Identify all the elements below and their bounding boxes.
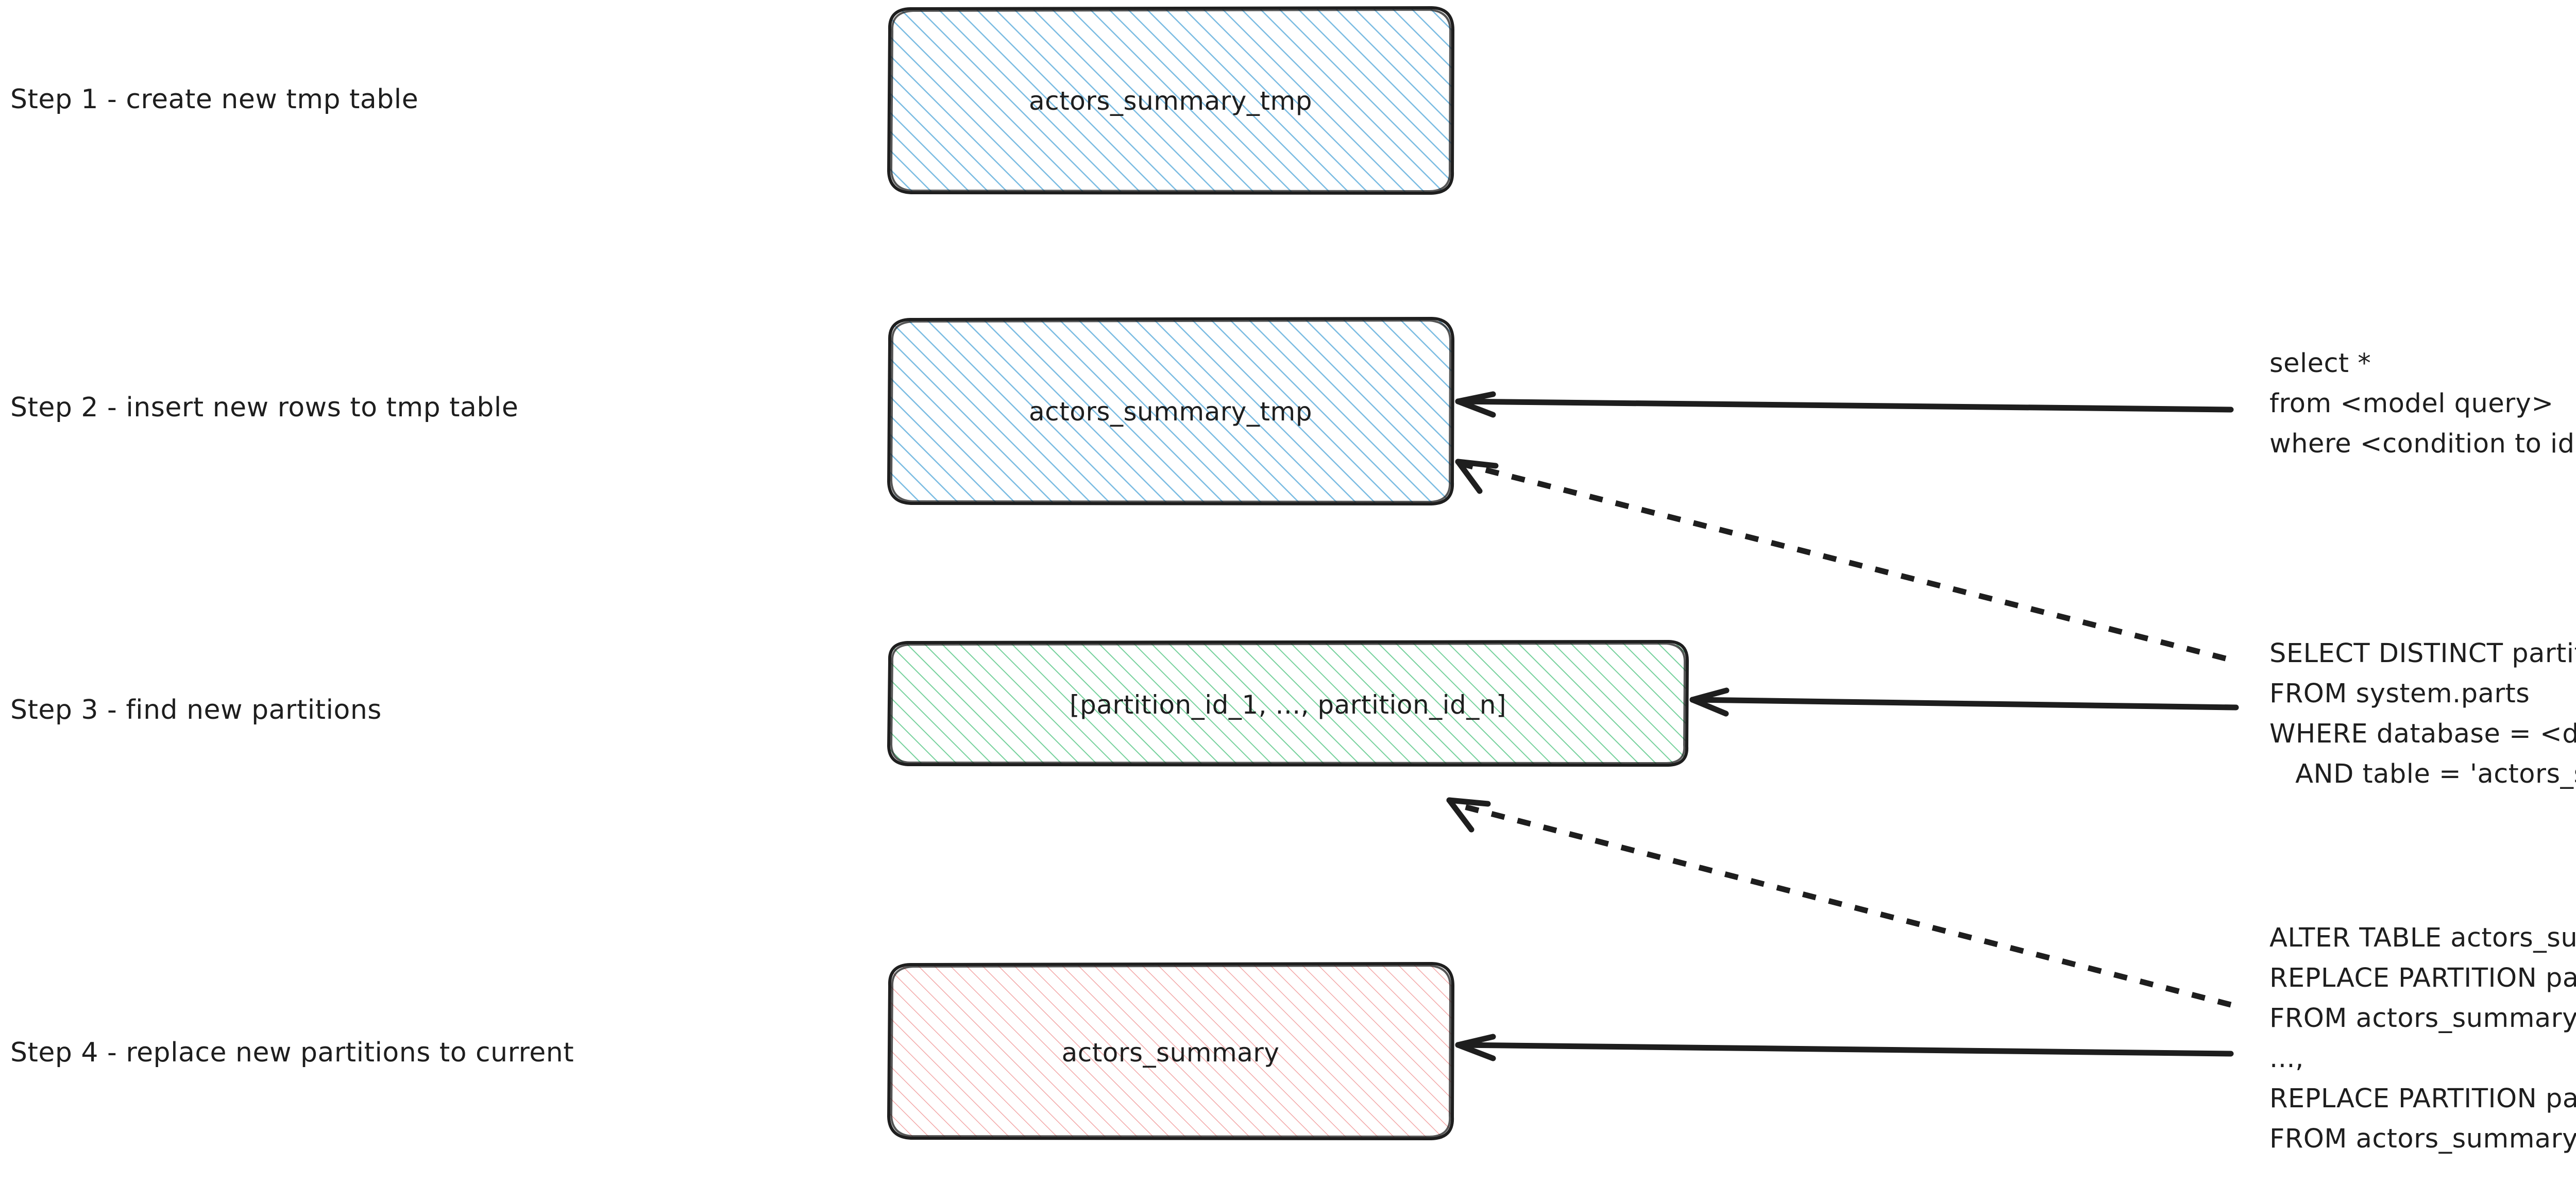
node-partitions[interactable]	[887, 640, 1689, 767]
sql-find-line-1: FROM system.parts	[2269, 679, 2530, 709]
arrow-sql-insert-to-tmp	[1455, 391, 2234, 418]
sql-replace-line-0: ALTER TABLE actors_summary	[2269, 923, 2576, 953]
node-tmp-2[interactable]	[887, 317, 1454, 505]
node-actors-summary-bg	[889, 964, 1453, 1139]
arrow-tmp-to-sql-find	[1455, 459, 2227, 662]
step-2-label: Step 2 - insert new rows to tmp table	[10, 392, 518, 423]
node-partitions-outline2	[890, 643, 1686, 764]
arrow-sql-find-to-partitions	[1689, 687, 2239, 717]
node-tmp-1-outline	[887, 6, 1454, 195]
node-tmp-1-label: actors_summary_tmp	[1029, 86, 1312, 116]
node-tmp-2-label: actors_summary_tmp	[1029, 397, 1312, 427]
arrow-partitions-to-sql-replace	[1446, 797, 2232, 1008]
node-partitions-outline	[887, 640, 1689, 767]
node-tmp-2-fill	[889, 318, 1453, 504]
sql-insert-line-0: select *	[2269, 348, 2371, 379]
sql-replace-partitions-block: ALTER TABLE actors_summary REPLACE PARTI…	[2269, 923, 2576, 1154]
sql-find-line-0: SELECT DISTINCT partition_id	[2269, 638, 2576, 669]
sql-insert-line-2: where <condition to identify new>	[2269, 429, 2576, 459]
step-1-label: Step 1 - create new tmp table	[10, 84, 418, 115]
node-actors-summary-label: actors_summary	[1062, 1038, 1280, 1068]
node-tmp-2-outline2	[890, 319, 1452, 503]
node-actors-summary[interactable]	[887, 962, 1454, 1140]
node-actors-summary-outline2	[890, 965, 1452, 1138]
arrow-sql-replace-to-summary	[1455, 1034, 2234, 1061]
node-tmp-1[interactable]	[887, 6, 1454, 195]
node-tmp-2-bg	[889, 318, 1453, 504]
node-tmp-1-outline2	[890, 9, 1452, 192]
node-partitions-label: [partition_id_1, ..., partition_id_n]	[1070, 690, 1506, 720]
sql-insert-block: select * from <model query> where <condi…	[2269, 348, 2576, 459]
node-actors-summary-outline	[887, 962, 1454, 1140]
sql-find-partitions-block: SELECT DISTINCT partition_id FROM system…	[2269, 638, 2576, 789]
sql-replace-line-1: REPLACE PARTITION partition_id_1	[2269, 963, 2576, 993]
sql-insert-line-1: from <model query>	[2269, 389, 2554, 419]
sql-replace-line-5: FROM actors_summary_tmp,	[2269, 1124, 2576, 1154]
node-actors-summary-fill	[889, 964, 1453, 1139]
sql-replace-line-4: REPLACE PARTITION partition_id_n	[2269, 1084, 2576, 1114]
sql-replace-line-3: ...,	[2269, 1043, 2304, 1074]
sql-find-line-2: WHERE database = <database>	[2269, 719, 2576, 749]
step-4-label: Step 4 - replace new partitions to curre…	[10, 1037, 574, 1068]
sql-find-line-3: AND table = 'actors_summary_tmp'	[2269, 759, 2576, 789]
node-partitions-fill	[889, 641, 1687, 765]
node-tmp-1-fill	[889, 8, 1453, 193]
node-tmp-1-bg	[889, 8, 1453, 193]
node-partitions-bg	[889, 641, 1687, 765]
node-tmp-2-outline	[887, 317, 1454, 505]
step-3-label: Step 3 - find new partitions	[10, 695, 382, 725]
sql-replace-line-2: FROM actors_summary_tmp,	[2269, 1003, 2576, 1034]
